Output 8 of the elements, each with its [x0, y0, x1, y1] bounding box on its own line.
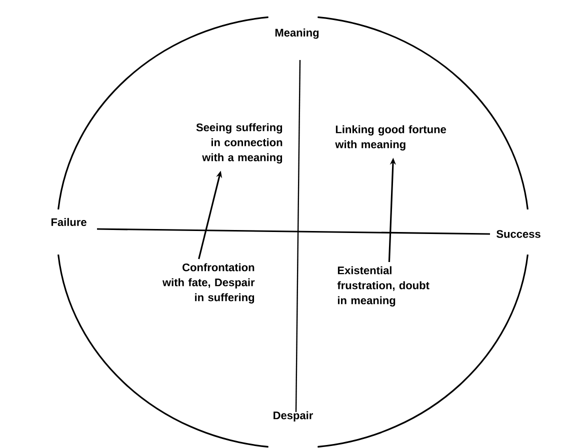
quadrant-text: Confrontation with fate, Despair in suffering: [162, 263, 255, 304]
axis-label: Failure: [51, 218, 86, 226]
quadrant-text: Existential frustration, doubt in meaning: [337, 266, 430, 306]
axis-label: Despair: [274, 411, 313, 422]
quadrant-text: Seeing suffering in connection with a meaning: [196, 123, 282, 164]
axis-label: Success: [496, 230, 540, 238]
quadrant-text: Linking good fortune with meaning: [335, 125, 446, 150]
axis-label: Meaning: [275, 28, 319, 39]
